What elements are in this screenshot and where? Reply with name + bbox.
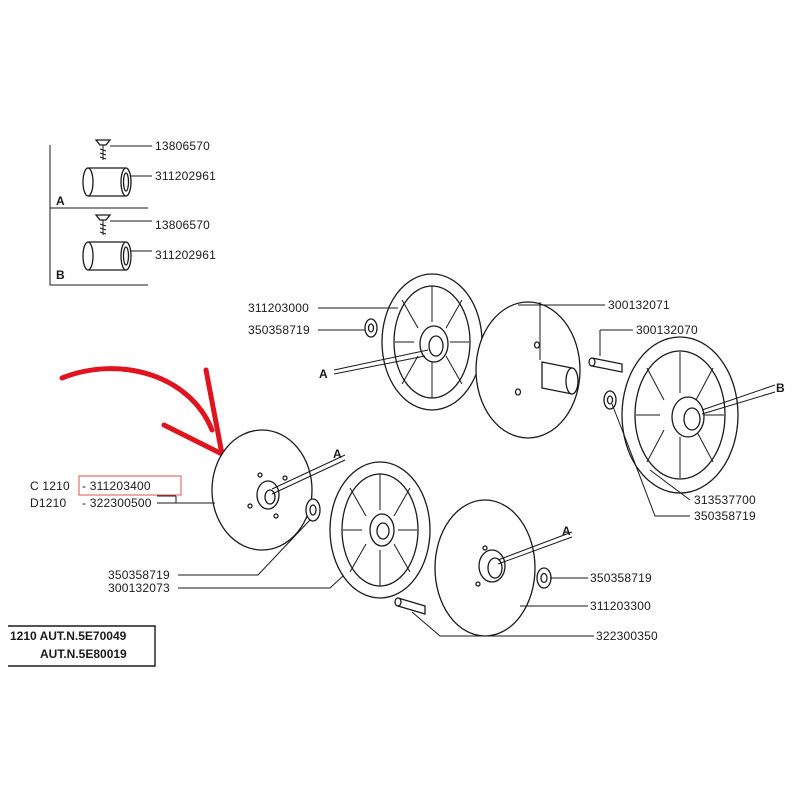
label-311203400: - 311203400	[82, 479, 151, 493]
bushing-b-icon	[82, 241, 132, 271]
inset-frame	[49, 145, 148, 286]
callout-a-lower: A	[562, 524, 571, 538]
bushing-a-icon	[82, 167, 132, 197]
label-300132070: 300132070	[636, 323, 698, 337]
label-model-c: C 1210	[30, 479, 70, 493]
label-model-d: D1210	[30, 496, 66, 510]
callout-a-upper: A	[319, 367, 328, 381]
label-350358719-right: 350358719	[694, 509, 756, 523]
label-313537700: 313537700	[694, 493, 756, 507]
center-spoked-wheel	[329, 461, 431, 599]
label-350358719-left: 350358719	[108, 568, 170, 582]
screw-a-icon	[94, 139, 112, 160]
lower-left-disc	[211, 429, 313, 551]
label-13806570-b: 13806570	[155, 218, 210, 232]
label-311202961-a: 311202961	[155, 169, 216, 183]
label-322300350: 322300350	[596, 629, 658, 643]
label-13806570-a: 13806570	[155, 139, 210, 153]
label-350358719-lower: 350358719	[590, 571, 652, 585]
approval-stamp: 1210 AUT.N.5E70049 AUT.N.5E80019	[8, 625, 156, 667]
callout-a-left: A	[333, 447, 342, 461]
inset-letter-b: B	[56, 268, 65, 282]
pin-upper-icon	[588, 357, 623, 373]
callout-b-right: B	[776, 381, 785, 395]
stamp-line-1: 1210 AUT.N.5E70049	[10, 629, 127, 643]
upper-leaders	[318, 302, 776, 517]
lower-leaders	[157, 454, 594, 637]
highlight-arrow-icon	[59, 366, 225, 457]
stamp-line-2: AUT.N.5E80019	[40, 647, 127, 661]
label-311203000: 311203000	[248, 301, 309, 315]
label-350358719-top: 350358719	[248, 323, 310, 337]
label-300132073: 300132073	[108, 581, 170, 595]
lower-right-disc	[434, 499, 536, 637]
right-spoked-wheel	[621, 336, 739, 494]
label-322300500: - 322300500	[82, 496, 152, 510]
screw-b-icon	[94, 214, 112, 235]
label-311203300: 311203300	[590, 599, 651, 613]
upper-spoked-wheel	[381, 273, 483, 411]
highlight-box	[78, 475, 182, 496]
inset-variants: A B 13806570 311202961	[49, 139, 216, 286]
upper-plain-disc	[475, 301, 581, 439]
inset-letter-a: A	[56, 194, 65, 208]
label-300132071: 300132071	[608, 298, 670, 312]
label-311202961-b: 311202961	[155, 248, 216, 262]
pin-lower-icon	[394, 597, 426, 615]
shaft-icon	[541, 361, 579, 395]
